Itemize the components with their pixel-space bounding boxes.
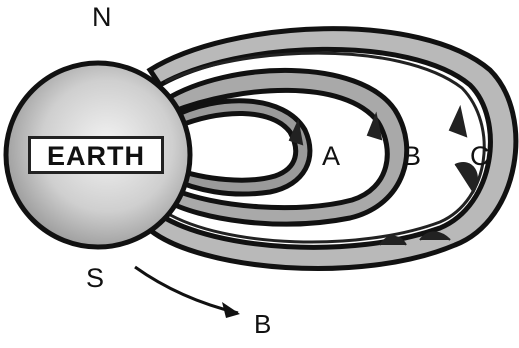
magnetic-field-label: B — [254, 311, 271, 337]
belt-c-label: C — [470, 143, 490, 170]
field-arrow — [135, 267, 238, 313]
belt-a-label: A — [322, 143, 340, 170]
belt-b-label: B — [403, 143, 421, 170]
south-pole-label: S — [86, 265, 104, 292]
belt-b — [165, 70, 407, 224]
field-arrowhead — [222, 302, 240, 318]
earth-label: EARTH — [28, 136, 164, 174]
north-pole-label: N — [92, 4, 112, 31]
